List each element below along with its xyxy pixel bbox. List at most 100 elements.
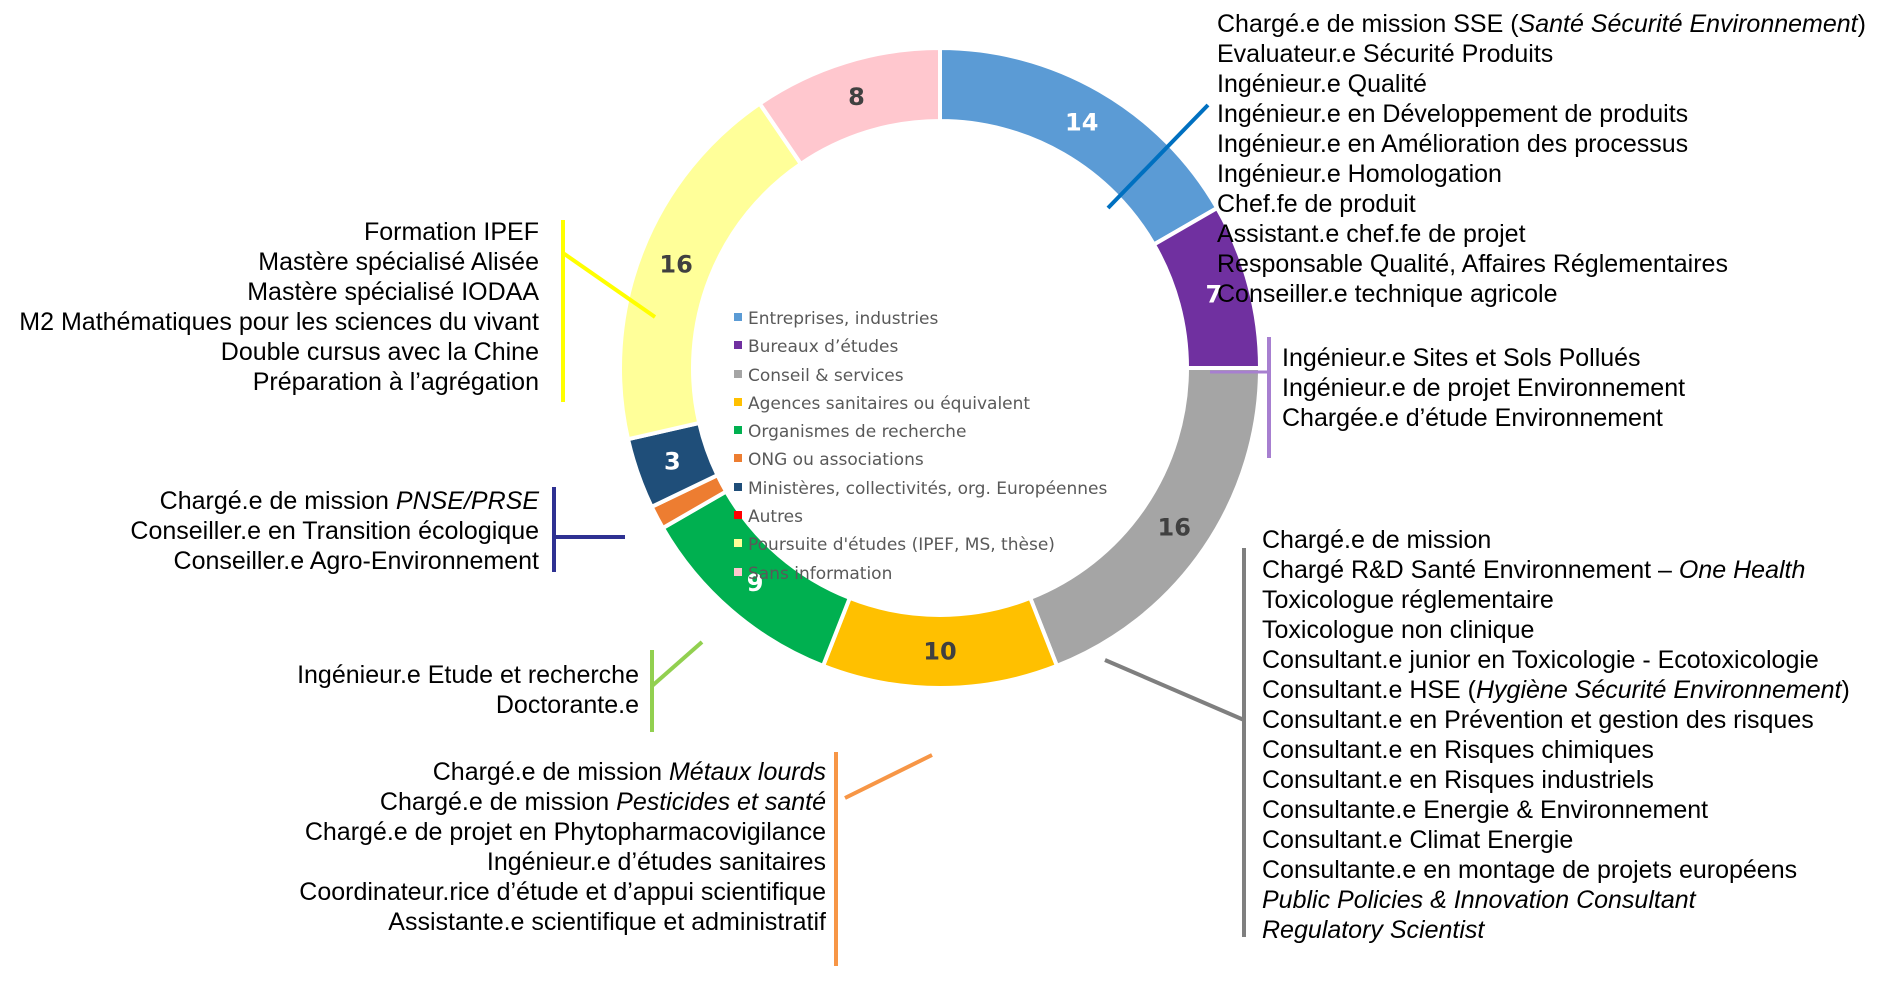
- job-title-text: Consultant.e Climat Energie: [1262, 826, 1574, 854]
- job-title-line: Evaluateur.e Sécurité Produits: [1217, 39, 1866, 69]
- job-title-text: Consultant.e en Risques chimiques: [1262, 736, 1654, 764]
- legend-item: Organismes de recherche: [734, 418, 1107, 446]
- job-title-line: Consultant.e Climat Energie: [1262, 825, 1850, 855]
- job-title-line: Assistant.e chef.fe de projet: [1217, 219, 1866, 249]
- job-title-text: M2 Mathématiques pour les sciences du vi…: [19, 308, 539, 336]
- job-title-line: Chargée.e d’étude Environnement: [1282, 403, 1685, 433]
- leader-line-poursuite: [561, 251, 657, 319]
- legend-item: Bureaux d’études: [734, 333, 1107, 361]
- job-title-line: Assistante.e scientifique et administrat…: [299, 907, 826, 937]
- job-title-text: Toxicologue non clinique: [1262, 616, 1535, 644]
- job-title-text: Consultant.e junior en Toxicologie - Eco…: [1262, 646, 1819, 674]
- job-title-line: Consultante.e en montage de projets euro…: [1262, 855, 1850, 885]
- job-title-text: Toxicologue réglementaire: [1262, 586, 1554, 614]
- job-title-line: Chargé R&D Santé Environnement – One Hea…: [1262, 555, 1850, 585]
- job-title-line: Consultante.e Energie & Environnement: [1262, 795, 1850, 825]
- leader-line-recherche: [650, 640, 704, 688]
- job-title-line: Double cursus avec la Chine: [19, 337, 539, 367]
- legend-item: ONG ou associations: [734, 446, 1107, 474]
- job-title-line: Ingénieur.e Qualité: [1217, 69, 1866, 99]
- jobs-list-entreprises: Chargé.e de mission SSE (Santé Sécurité …: [1217, 9, 1866, 309]
- leader-line-conseil: [1104, 658, 1245, 722]
- job-title-text: Métaux lourds: [668, 758, 826, 786]
- job-title-line: Consultant.e en Prévention et gestion de…: [1262, 705, 1850, 735]
- job-title-line: Ingénieur.e d’études sanitaires: [299, 847, 826, 877]
- job-title-text: Santé Sécurité Environnement: [1518, 10, 1858, 38]
- job-title-line: Préparation à l’agrégation: [19, 367, 539, 397]
- job-title-text: Coordinateur.rice d’étude et d’appui sci…: [299, 878, 826, 906]
- job-title-line: Public Policies & Innovation Consultant: [1262, 885, 1850, 915]
- slice-value-label: 16: [659, 250, 692, 278]
- job-title-line: Doctorante.e: [297, 690, 639, 720]
- legend-swatch: [734, 539, 742, 548]
- job-title-line: Chargé.e de mission: [1262, 525, 1850, 555]
- legend-swatch: [734, 482, 742, 491]
- job-title-text: Ingénieur.e Homologation: [1217, 160, 1502, 188]
- slice-value-label: 7: [1205, 281, 1222, 309]
- job-title-text: Consultant.e HSE (: [1262, 676, 1476, 704]
- job-title-text: Assistante.e scientifique et administrat…: [388, 908, 826, 936]
- job-title-text: Ingénieur.e de projet Environnement: [1282, 374, 1686, 402]
- slice-value-label: 3: [664, 448, 681, 476]
- slice-value-label: 10: [923, 638, 956, 666]
- job-title-line: M2 Mathématiques pour les sciences du vi…: [19, 307, 539, 337]
- job-title-text: Consultante.e en montage de projets euro…: [1262, 856, 1798, 884]
- legend-item: Conseil & services: [734, 362, 1107, 390]
- legend-item: Ministères, collectivités, org. Européen…: [734, 475, 1107, 503]
- donut-slices: [618, 45, 1263, 690]
- leader-line-entreprises: [1106, 103, 1210, 210]
- leader-lines: [552, 103, 1271, 966]
- legend-item: Entreprises, industries: [734, 305, 1107, 333]
- legend-label: Poursuite d'études (IPEF, MS, thèse): [748, 535, 1055, 556]
- job-title-text: Ingénieur.e en Développement de produits: [1217, 100, 1689, 128]
- job-title-line: Conseiller.e technique agricole: [1217, 279, 1866, 309]
- legend-item: Agences sanitaires ou équivalent: [734, 390, 1107, 418]
- job-title-text: Responsable Qualité, Affaires Réglementa…: [1217, 250, 1728, 278]
- job-title-text: Evaluateur.e Sécurité Produits: [1217, 40, 1554, 68]
- job-title-line: Ingénieur.e Sites et Sols Pollués: [1282, 343, 1685, 373]
- legend-label: Ministères, collectivités, org. Européen…: [748, 478, 1108, 499]
- job-title-text: Hygiène Sécurité Environnement: [1476, 676, 1842, 704]
- job-title-text: Ingénieur.e en Amélioration des processu…: [1217, 130, 1689, 158]
- job-title-text: Ingénieur.e Sites et Sols Pollués: [1282, 344, 1641, 372]
- leader-line-agences: [844, 753, 933, 800]
- job-title-line: Ingénieur.e de projet Environnement: [1282, 373, 1685, 403]
- job-title-line: Conseiller.e en Transition écologique: [130, 516, 539, 546]
- slice-value-label: 8: [848, 83, 865, 111]
- slice-value-label: 16: [1158, 514, 1191, 542]
- job-title-line: Chargé.e de mission PNSE/PRSE: [130, 486, 539, 516]
- job-title-text: PNSE/PRSE: [395, 487, 539, 515]
- job-title-text: Mastère spécialisé IODAA: [247, 278, 539, 306]
- job-title-text: Consultant.e en Risques industriels: [1262, 766, 1654, 794]
- legend-swatch: [734, 369, 742, 378]
- job-title-text: Ingénieur.e Etude et recherche: [297, 661, 639, 689]
- job-title-line: Conseiller.e Agro-Environnement: [130, 546, 539, 576]
- job-title-text: Chargée.e d’étude Environnement: [1282, 404, 1663, 432]
- job-title-text: Pesticides et santé: [616, 788, 826, 816]
- legend-item: Sans information: [734, 560, 1107, 588]
- legend-label: Entreprises, industries: [748, 309, 939, 329]
- job-title-text: Chargé.e de mission SSE (: [1217, 10, 1519, 38]
- job-title-text: ): [1841, 676, 1850, 704]
- job-title-line: Consultant.e en Risques chimiques: [1262, 735, 1850, 765]
- job-title-line: Mastère spécialisé IODAA: [19, 277, 539, 307]
- job-title-text: Ingénieur.e d’études sanitaires: [486, 848, 826, 876]
- job-title-line: Ingénieur.e Etude et recherche: [297, 660, 639, 690]
- job-title-line: Mastère spécialisé Alisée: [19, 247, 539, 277]
- job-title-line: Toxicologue non clinique: [1262, 615, 1850, 645]
- job-title-text: Conseiller.e technique agricole: [1217, 280, 1558, 308]
- job-title-text: Mastère spécialisé Alisée: [258, 248, 539, 276]
- job-title-text: Consultant.e en Prévention et gestion de…: [1262, 706, 1814, 734]
- job-title-line: Ingénieur.e Homologation: [1217, 159, 1866, 189]
- job-title-text: Chargé.e de projet en Phytopharmacovigil…: [304, 818, 826, 846]
- job-title-text: Préparation à l’agrégation: [252, 368, 539, 396]
- job-title-text: Assistant.e chef.fe de projet: [1217, 220, 1526, 248]
- job-title-text: Consultante.e Energie & Environnement: [1262, 796, 1709, 824]
- job-title-line: Formation IPEF: [19, 217, 539, 247]
